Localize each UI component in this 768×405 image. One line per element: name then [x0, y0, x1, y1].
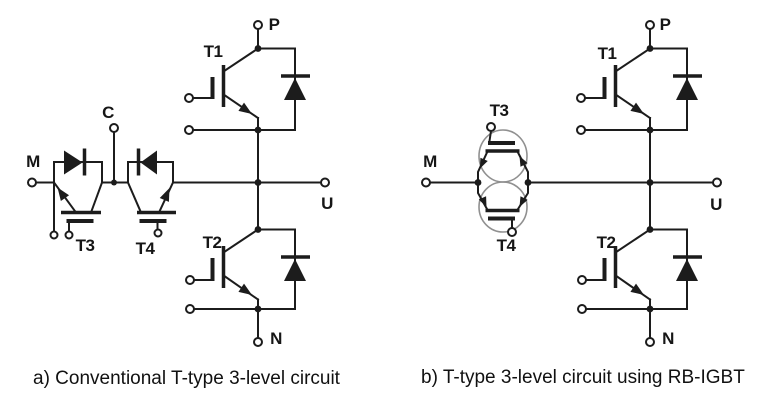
igbt-t4: T4 [126, 148, 176, 258]
collector-arrow [478, 196, 487, 207]
collector-arrow [519, 156, 528, 167]
terminal-p-label: P [269, 15, 280, 34]
antiparallel-diode [64, 148, 87, 176]
device-label-t3: T3 [76, 236, 95, 255]
igbt-t1: T1 [576, 44, 688, 135]
junction-dot [474, 179, 482, 186]
terminal-node [109, 123, 119, 133]
aux-emitter-terminal [185, 304, 195, 314]
junction-dot [111, 179, 117, 186]
terminal-p: P [645, 15, 671, 50]
aux-emitter-terminal [576, 125, 586, 135]
terminal-n: N [645, 308, 675, 348]
gate-terminal [486, 122, 496, 132]
terminal-u: U [254, 117, 334, 231]
terminal-m-label: M [26, 152, 40, 171]
terminal-node [27, 177, 37, 188]
collector-lead [223, 228, 260, 253]
collector-lead [615, 47, 652, 72]
circuit-a: M T3 [26, 15, 341, 389]
collector-lead [223, 47, 260, 72]
rb-igbt-t3: T3 [477, 101, 529, 184]
emitter-arrow [480, 157, 488, 169]
rb-igbt-pair: T3 T4 [474, 101, 648, 255]
aux-emitter-terminal [184, 125, 194, 135]
emitter-arrow [238, 283, 252, 295]
gate-terminal [577, 275, 587, 285]
terminal-p: P [253, 15, 280, 50]
terminal-u-label: U [710, 195, 722, 214]
freewheel-diode-top [254, 45, 310, 131]
diode-anode-triangle [284, 78, 306, 100]
diode-anode-triangle [284, 259, 306, 281]
terminal-node [421, 177, 431, 188]
diode-anode-triangle [676, 259, 698, 281]
gate-terminal [576, 93, 586, 103]
rb-igbt-t4: T4 [477, 181, 529, 255]
gate-terminal [153, 228, 163, 238]
terminal-node [253, 20, 263, 30]
terminal-node [645, 20, 655, 30]
device-label-t4: T4 [136, 239, 156, 258]
aux-emitter-terminal [577, 304, 587, 314]
gate-lead [488, 129, 493, 143]
device-label-t1: T1 [598, 44, 617, 63]
diode-anode-triangle [676, 78, 698, 100]
device-label-t3: T3 [490, 101, 509, 120]
igbt-t1: T1 [184, 42, 296, 135]
collector-lead [126, 181, 143, 214]
terminal-node [253, 337, 263, 347]
emitter-arrow [238, 102, 252, 114]
freewheel-diode-bottom [254, 226, 310, 310]
emitter-arrow [159, 188, 170, 202]
terminal-m-label: M [423, 152, 437, 171]
antiparallel-diode [136, 148, 157, 176]
gate-terminal [185, 275, 195, 285]
terminal-p-label: P [660, 15, 671, 34]
emitter-arrow [519, 196, 528, 207]
gate-terminal [64, 230, 74, 240]
bidirectional-switch-t3-t4: T3 C [49, 103, 256, 258]
gate-terminal [184, 93, 194, 103]
diode-anode-triangle [140, 150, 157, 175]
freewheel-diode-top [646, 45, 702, 131]
device-label-t4: T4 [497, 236, 517, 255]
collector-lead [89, 181, 104, 214]
device-label-t2: T2 [203, 233, 222, 252]
terminal-u-label: U [321, 194, 333, 213]
rb-outline-circle-bottom [478, 181, 528, 233]
terminal-n: N [253, 308, 283, 348]
emitter-lead [477, 151, 489, 184]
caption-a: a) Conventional T-type 3-level circuit [33, 368, 341, 389]
terminal-n-label: N [662, 329, 674, 348]
terminal-n-label: N [270, 329, 282, 348]
collector-lead [615, 228, 652, 253]
freewheel-diode-bottom [646, 226, 702, 310]
igbt-t2: T2 [185, 228, 296, 314]
diode-anode-triangle [64, 150, 83, 175]
emitter-arrow [57, 187, 70, 202]
terminal-node [320, 177, 330, 188]
caption-b: b) T-type 3-level circuit using RB-IGBT [421, 367, 745, 388]
device-label-t2: T2 [597, 233, 616, 252]
terminal-c-label: C [102, 103, 114, 122]
terminal-u: U [646, 117, 723, 231]
terminal-m: M [26, 152, 55, 188]
igbt-t3: T3 [49, 148, 104, 255]
terminal-node [645, 337, 655, 347]
gate-terminal [507, 227, 517, 237]
igbt-t2: T2 [577, 228, 688, 314]
emitter-arrow [630, 283, 644, 295]
terminal-c: C [101, 103, 129, 186]
emitter-arrow [630, 102, 644, 114]
aux-emitter-terminal [49, 230, 59, 240]
terminal-m: M [421, 152, 479, 188]
device-label-t1: T1 [204, 42, 223, 61]
circuit-b: M T3 [421, 15, 745, 388]
terminal-node [712, 177, 722, 188]
